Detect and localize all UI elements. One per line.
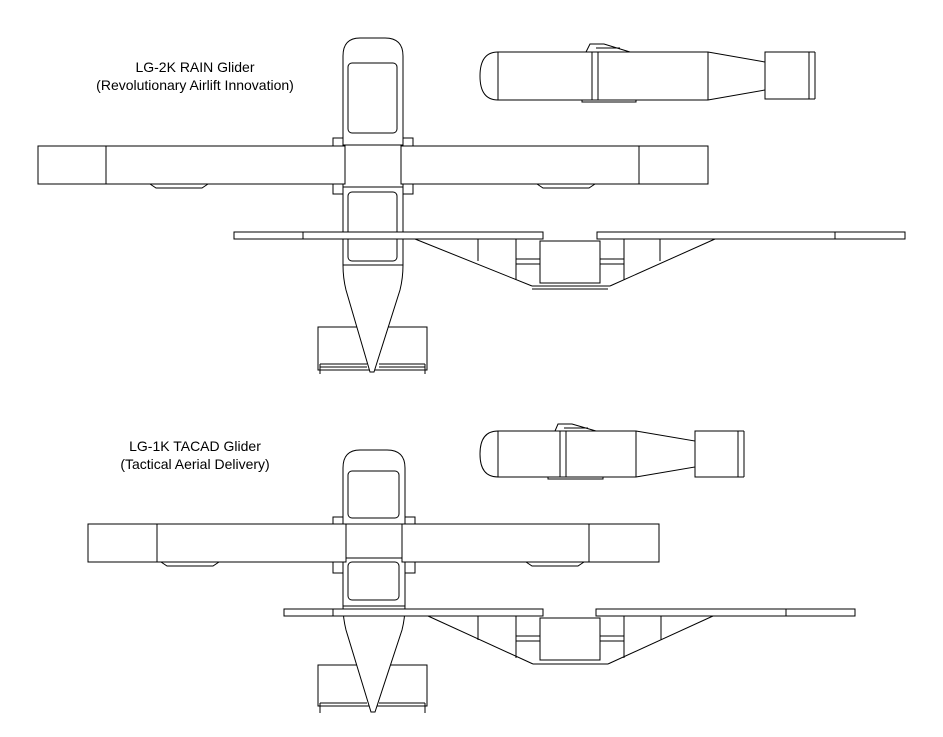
- glider-1-front-right-wing: [596, 231, 906, 240]
- glider-2-right-wing: [401, 523, 660, 563]
- glider-2-front-fuselage: [539, 617, 601, 661]
- glider-2-top-view: [87, 449, 660, 713]
- glider-1-name: LG-2K RAIN Glider: [135, 59, 255, 75]
- glider-2-front-view: [283, 608, 856, 665]
- glider-1-side-view: [479, 43, 816, 103]
- glider-1-front-left-wing: [233, 231, 544, 240]
- glider-2-front-left-wing: [283, 608, 544, 617]
- glider-1-subtitle: (Revolutionary Airlift Innovation): [96, 77, 294, 93]
- glider-2-subtitle: (Tactical Aerial Delivery): [120, 456, 270, 472]
- glider-2-cargo-hatch-rear: [347, 561, 400, 601]
- glider-1-top-view: [37, 37, 709, 374]
- glider-2-front-right-wing: [595, 608, 856, 617]
- glider-1-side-fuselage: [479, 51, 766, 101]
- glider-2-label: LG-1K TACAD Glider (Tactical Aerial Deli…: [80, 437, 310, 473]
- glider-1-front-fuselage: [539, 240, 601, 284]
- glider-1-cargo-hatch-front: [347, 62, 398, 134]
- glider-2-side-tail: [694, 430, 739, 478]
- glider-2-name: LG-1K TACAD Glider: [129, 438, 261, 454]
- glider-1-label: LG-2K RAIN Glider (Revolutionary Airlift…: [80, 58, 310, 94]
- glider-2-left-wing: [87, 523, 347, 563]
- glider-2-cargo-hatch-front: [347, 470, 400, 519]
- glider-2-side-view: [479, 423, 745, 480]
- glider-1-side-tail: [764, 51, 810, 100]
- glider-1-left-wing: [37, 145, 346, 185]
- glider-1-cargo-hatch-rear: [347, 191, 398, 262]
- glider-1-fuselage: [342, 37, 404, 373]
- glider-1-right-wing: [400, 145, 709, 185]
- glider-1-front-view: [233, 231, 906, 290]
- glider-2-side-fuselage: [479, 430, 696, 478]
